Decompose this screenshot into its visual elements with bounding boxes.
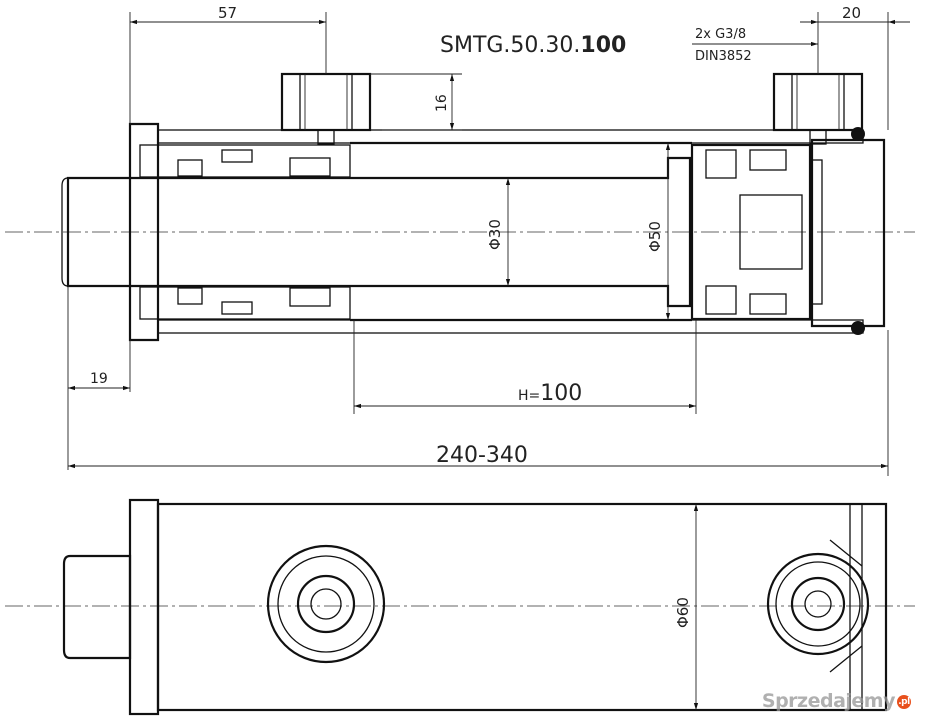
watermark: Sprzedajemy.pl <box>761 690 911 712</box>
section-view: Φ30 Φ50 57 20 2x G3/8 DIN3852 SMTG.50.30… <box>5 4 915 476</box>
port-spec-line1: 2x G3/8 <box>695 27 746 42</box>
gland-flange <box>128 122 160 342</box>
piston <box>690 143 812 321</box>
port-front <box>280 72 372 145</box>
dim-57-label: 57 <box>218 4 237 22</box>
port-spec-line2: DIN3852 <box>695 49 752 64</box>
rod-dia-label: Φ30 <box>486 219 504 250</box>
part-title: SMTG.50.30.100 <box>440 33 626 58</box>
o-ring-bottom <box>851 321 865 335</box>
watermark-badge: .pl <box>897 694 911 709</box>
barrel-wall-bottom <box>157 319 864 334</box>
external-view: Φ60 <box>5 498 915 716</box>
cylinder-body <box>156 502 888 712</box>
total-length-label: 240-340 <box>436 443 528 468</box>
bore-dia-label: Φ50 <box>646 221 664 252</box>
port-rear-ext <box>766 552 870 656</box>
stroke-label: H=100 <box>518 381 582 406</box>
rod-stub <box>62 554 132 660</box>
port-rear <box>772 72 864 145</box>
gland-flange-ext <box>128 498 160 716</box>
barrel-wall-top <box>157 129 864 144</box>
dim-20-label: 20 <box>842 4 861 22</box>
dim-16-label: 16 <box>434 94 450 112</box>
end-cap <box>810 138 886 328</box>
port-front-ext <box>266 544 386 664</box>
dim-19-label: 19 <box>90 371 108 387</box>
outer-dia-label: Φ60 <box>674 597 692 628</box>
